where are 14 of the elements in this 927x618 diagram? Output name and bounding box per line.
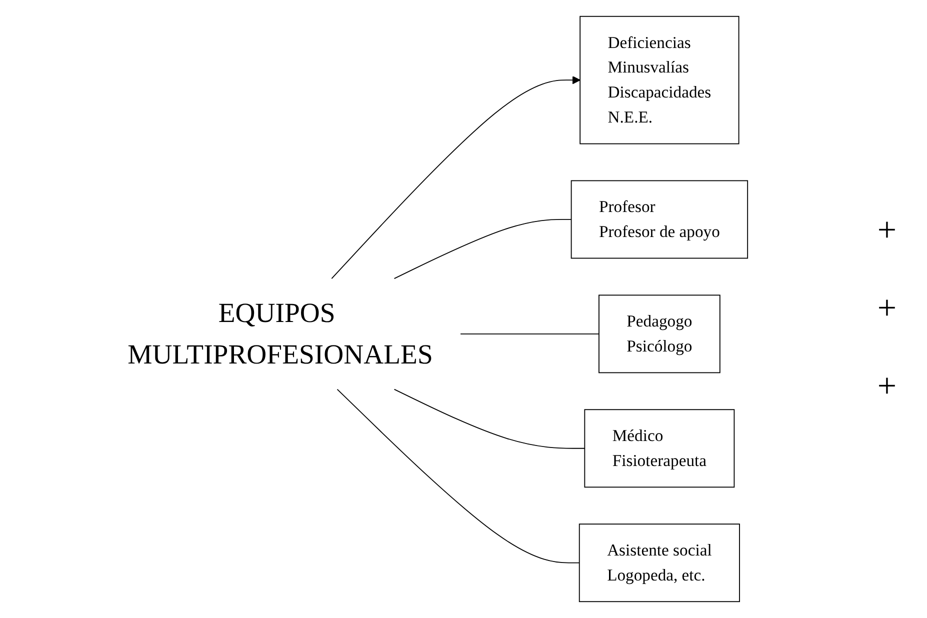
node-box: Asistente social Logopeda, etc. [578, 524, 740, 602]
connector [394, 219, 572, 279]
node-box: Pedagogo Psicólogo [598, 294, 720, 374]
plus-sign: + [877, 368, 897, 406]
node-text: EQUIPOS MULTIPROFESIONALES [127, 298, 433, 370]
node-box: Profesor Profesor de apoyo [570, 180, 748, 259]
connector [460, 333, 600, 334]
node-box: Médico Fisioterapeuta [584, 409, 734, 488]
node-box: Deficiencias Minusvalías Discapacidades N.E.E. [579, 16, 739, 144]
plus-sign: + [877, 290, 897, 328]
connector [394, 388, 585, 449]
connector [336, 388, 580, 564]
plus-sign: + [877, 212, 897, 250]
arrow [330, 76, 580, 279]
